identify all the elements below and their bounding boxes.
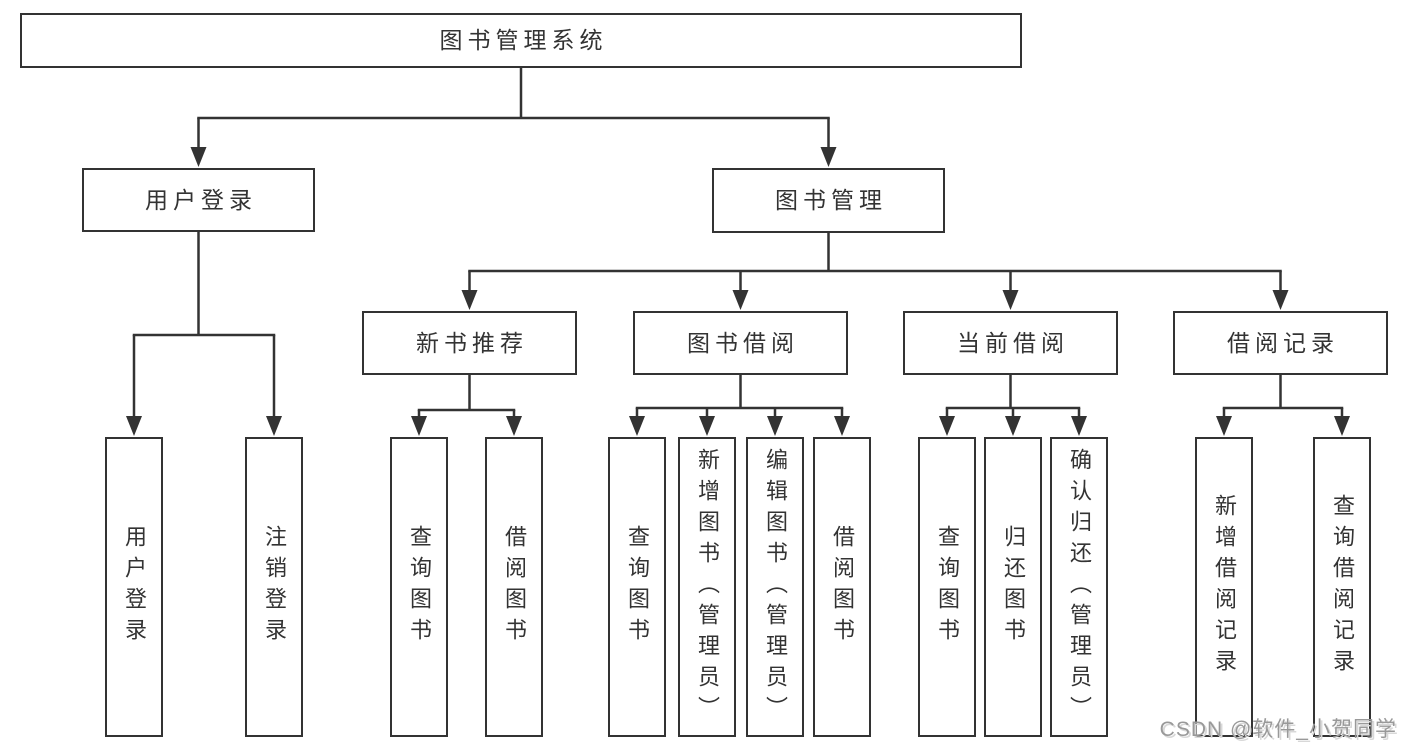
node-rec: 新书推荐 [362, 311, 577, 375]
node-label-cur-confirm: 确认归还（管理员） [1067, 447, 1092, 727]
arrowhead-icon [820, 147, 837, 167]
node-rec-query: 查询图书 [390, 437, 448, 737]
arrowhead-icon [834, 416, 850, 436]
arrowhead-icon [732, 290, 749, 310]
node-bor-borrow: 借阅图书 [813, 437, 871, 737]
node-borrow: 图书借阅 [633, 311, 848, 375]
node-label-rec: 新书推荐 [416, 329, 528, 356]
arrowhead-icon [699, 416, 715, 436]
arrowhead-icon [629, 416, 645, 436]
node-mgmt: 图书管理 [712, 168, 945, 233]
arrowhead-icon [1216, 416, 1232, 436]
node-label-bor-borrow: 借阅图书 [830, 525, 855, 649]
node-label-login: 用户登录 [145, 186, 257, 213]
arrowhead-icon [1334, 416, 1350, 436]
arrowhead-icon [126, 416, 142, 436]
node-label-borrow: 图书借阅 [687, 329, 799, 356]
node-label-bor-query: 查询图书 [625, 525, 650, 649]
node-cur-query: 查询图书 [918, 437, 976, 737]
node-label-leaf-logout: 注销登录 [262, 525, 287, 649]
node-current: 当前借阅 [903, 311, 1118, 375]
arrowhead-icon [266, 416, 282, 436]
node-label-root: 图书管理系统 [439, 27, 608, 53]
arrowhead-icon [461, 290, 478, 310]
node-label-his-add: 新增借阅记录 [1212, 494, 1237, 680]
arrowhead-icon [190, 147, 207, 167]
node-label-rec-query: 查询图书 [407, 525, 432, 649]
node-bor-add: 新增图书（管理员） [678, 437, 736, 737]
arrowhead-icon [506, 416, 522, 436]
arrowhead-icon [939, 416, 955, 436]
node-root: 图书管理系统 [20, 13, 1022, 68]
node-leaf-login: 用户登录 [105, 437, 163, 737]
node-login: 用户登录 [82, 168, 315, 232]
node-label-rec-borrow: 借阅图书 [502, 525, 527, 649]
arrowhead-icon [767, 416, 783, 436]
node-cur-confirm: 确认归还（管理员） [1050, 437, 1108, 737]
node-rec-borrow: 借阅图书 [485, 437, 543, 737]
node-bor-query: 查询图书 [608, 437, 666, 737]
node-cur-return: 归还图书 [984, 437, 1042, 737]
arrowhead-icon [411, 416, 427, 436]
arrowhead-icon [1005, 416, 1021, 436]
arrowhead-icon [1002, 290, 1019, 310]
node-label-bor-edit: 编辑图书（管理员） [763, 447, 788, 727]
arrowhead-icon [1071, 416, 1087, 436]
node-history: 借阅记录 [1173, 311, 1388, 375]
node-label-bor-add: 新增图书（管理员） [695, 447, 720, 727]
node-label-leaf-login: 用户登录 [122, 525, 147, 649]
node-label-history: 借阅记录 [1227, 329, 1339, 356]
node-his-add: 新增借阅记录 [1195, 437, 1253, 737]
node-label-his-query: 查询借阅记录 [1330, 494, 1355, 680]
node-label-current: 当前借阅 [957, 329, 1069, 356]
node-label-cur-query: 查询图书 [935, 525, 960, 649]
node-label-cur-return: 归还图书 [1001, 525, 1026, 649]
node-bor-edit: 编辑图书（管理员） [746, 437, 804, 737]
node-label-mgmt: 图书管理 [775, 187, 887, 213]
node-leaf-logout: 注销登录 [245, 437, 303, 737]
arrowhead-icon [1272, 290, 1289, 310]
node-his-query: 查询借阅记录 [1313, 437, 1371, 737]
